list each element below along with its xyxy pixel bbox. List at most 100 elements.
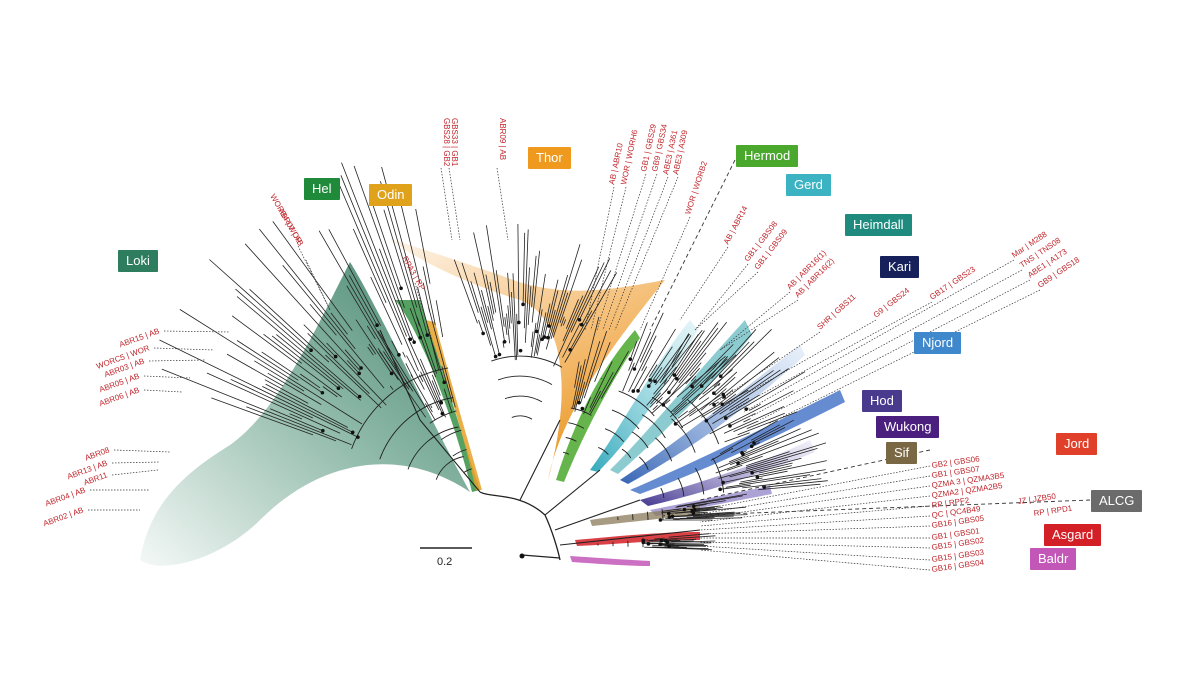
leaf-label-njord: SHR | GBS11	[815, 292, 858, 332]
node-dot	[691, 511, 696, 515]
branch	[487, 305, 500, 355]
branch	[441, 366, 453, 403]
branch	[325, 354, 382, 409]
leaf-label-thor_right: WOR | WORH6	[619, 128, 640, 185]
branch	[379, 397, 454, 460]
branch	[231, 315, 343, 398]
branch	[598, 446, 609, 455]
leader-line	[602, 173, 658, 331]
clade-badge-odin: Odin	[369, 184, 413, 206]
leaf-label-njord: G9 | GBS24	[872, 286, 912, 320]
branch	[719, 420, 778, 455]
gerd-clade-shade	[590, 320, 698, 472]
leader-line	[148, 359, 206, 362]
node-dot	[336, 386, 341, 391]
node-dot	[744, 407, 748, 411]
branch	[631, 431, 649, 449]
node-dot	[699, 384, 704, 388]
branch	[648, 364, 658, 378]
branch	[668, 533, 710, 538]
hel-clade-shade	[395, 300, 480, 492]
branch	[746, 412, 785, 429]
node-dot	[542, 335, 547, 339]
node-dot	[320, 390, 325, 395]
branch	[718, 459, 789, 479]
node-dot	[357, 394, 362, 399]
branch	[461, 262, 479, 313]
branch	[637, 328, 676, 392]
branch	[258, 228, 356, 350]
node-dot	[690, 384, 694, 389]
branch	[722, 351, 775, 395]
branch	[478, 319, 484, 334]
branch	[632, 514, 634, 521]
leader-line	[719, 299, 799, 351]
node-dot	[628, 357, 633, 361]
leader-line	[111, 461, 161, 464]
branch	[723, 406, 785, 434]
branch	[648, 367, 663, 387]
branch	[429, 334, 445, 383]
branch	[480, 306, 496, 357]
branch	[422, 266, 436, 325]
branch	[211, 397, 314, 436]
branch	[379, 248, 415, 343]
branch	[544, 469, 601, 516]
branch	[679, 517, 743, 520]
branch	[749, 403, 761, 411]
node-dot	[493, 354, 498, 359]
branch	[511, 415, 533, 420]
branch	[677, 477, 685, 497]
branch	[236, 340, 299, 381]
leader-line	[639, 216, 691, 331]
leaf-label-hermod: WOR | WORB2	[683, 160, 709, 216]
hod-clade-shade	[640, 440, 815, 506]
branch	[389, 385, 394, 391]
branch	[431, 380, 442, 403]
branch	[651, 546, 709, 550]
leaf-label-leaders	[88, 167, 1041, 571]
node-dot	[521, 302, 525, 307]
branch	[710, 447, 734, 461]
branch	[530, 331, 534, 347]
heimdall-clade-shade	[610, 320, 752, 474]
branch	[671, 335, 692, 368]
branch	[226, 353, 284, 387]
branch	[420, 371, 440, 411]
branch	[745, 448, 818, 470]
leader-line	[699, 541, 931, 549]
branch	[580, 340, 601, 404]
branch	[430, 405, 433, 409]
branch	[517, 223, 520, 323]
branch	[541, 303, 551, 340]
node-dot	[518, 348, 523, 353]
leader-line	[111, 469, 159, 476]
node-dot	[721, 480, 725, 485]
leader-line	[614, 176, 679, 331]
branch	[725, 474, 811, 488]
long-branch-dashed	[649, 159, 736, 331]
branch	[236, 296, 361, 401]
branch	[672, 512, 741, 517]
branch	[698, 382, 721, 400]
branch	[660, 487, 665, 498]
branch	[689, 362, 702, 377]
branch	[745, 451, 790, 467]
branch	[686, 515, 734, 518]
branch	[693, 504, 707, 507]
leaf-label-hel: ABR07 | AB	[276, 207, 305, 248]
branch	[348, 275, 378, 326]
branch	[677, 493, 747, 507]
branch	[661, 505, 720, 514]
branch	[497, 375, 553, 385]
branch	[486, 225, 505, 342]
branch	[729, 397, 750, 411]
branch	[618, 390, 655, 417]
branch	[516, 313, 519, 356]
branch	[733, 420, 759, 432]
leader-line	[719, 291, 791, 351]
branch	[351, 367, 449, 450]
branch	[650, 392, 661, 405]
branch	[309, 303, 337, 336]
branch	[742, 428, 801, 455]
